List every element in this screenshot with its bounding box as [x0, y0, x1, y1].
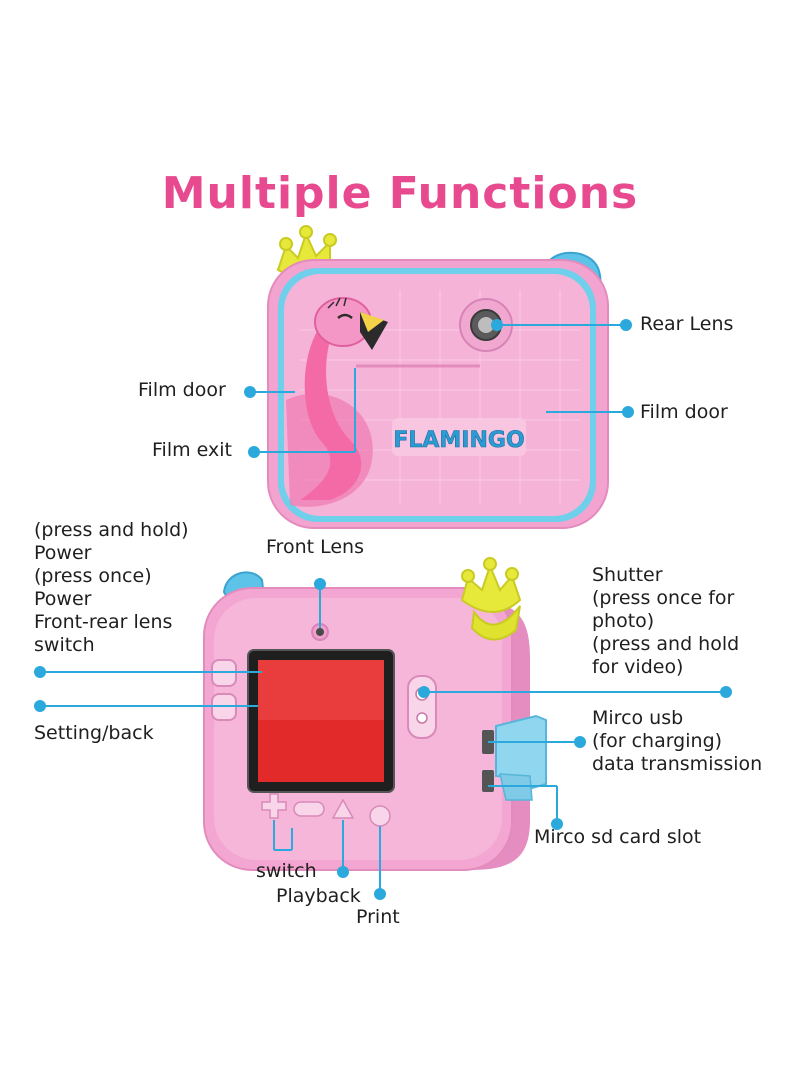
label-film-door-left: Film door [138, 379, 226, 401]
label-line: (press and hold) [34, 519, 189, 541]
label-print: Print [356, 906, 400, 928]
crown-icon [460, 557, 522, 641]
label-line: Front-rear lens [34, 611, 173, 633]
playback-button[interactable] [293, 801, 325, 817]
label-film-door-right: Film door [640, 401, 728, 423]
label-rear-lens: Rear Lens [640, 313, 734, 335]
camera-front-view [203, 557, 547, 871]
label-line: data transmission [592, 753, 763, 775]
label-line: (for charging) [592, 730, 723, 752]
label-micro-usb: Mirco usb (for charging) data transmissi… [592, 707, 762, 776]
label-line: Power [34, 542, 92, 564]
rear-lens [459, 298, 513, 352]
label-playback: Playback [276, 885, 361, 907]
page-title: Multiple Functions [161, 168, 639, 219]
label-power-group: (press and hold) Power (press once) Powe… [34, 519, 189, 657]
sd-card-slot [482, 770, 494, 792]
front-lens [311, 623, 329, 641]
label-line: (press and hold [592, 633, 740, 655]
label-film-exit: Film exit [152, 439, 232, 461]
video-icon [416, 712, 428, 724]
flamingo-graphic [286, 297, 388, 507]
leader-lines [34, 319, 732, 900]
label-line: (press once for [592, 587, 735, 609]
label-line: Mirco usb [592, 707, 684, 729]
switch-button[interactable] [261, 793, 287, 819]
label-front-lens: Front Lens [266, 536, 364, 558]
brand-badge [392, 418, 526, 456]
label-sd-slot: Mirco sd card slot [534, 826, 702, 848]
label-line: for video) [592, 656, 684, 678]
label-line: Power [34, 588, 92, 610]
label-line: Shutter [592, 564, 663, 586]
print-button[interactable] [369, 805, 391, 827]
label-switch: switch [256, 860, 317, 882]
label-setting-back: Setting/back [34, 722, 154, 744]
camera-back-view: FLAMINGO [267, 225, 609, 529]
shutter-button-group[interactable] [407, 675, 437, 739]
label-line: switch [34, 634, 95, 656]
brand-text: FLAMINGO [393, 428, 524, 453]
label-line: (press once) [34, 565, 152, 587]
label-shutter: Shutter (press once for photo) (press an… [592, 564, 739, 679]
label-line: photo) [592, 610, 655, 632]
print-button-triangle[interactable] [331, 798, 355, 819]
